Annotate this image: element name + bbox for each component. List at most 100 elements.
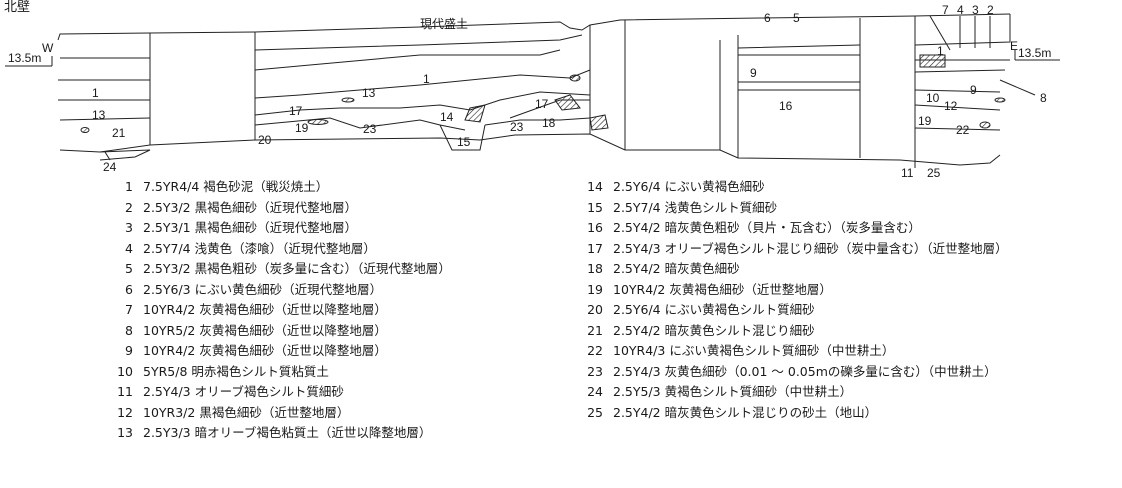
layer-number: 24 <box>103 160 117 174</box>
layer-number: 14 <box>440 110 454 124</box>
gravel-mark <box>994 97 1006 103</box>
pillar-left <box>149 32 256 145</box>
hatch-area <box>589 114 609 131</box>
legend-number: 24 <box>587 384 603 399</box>
section-drawing: W E 13.5m 13.5m 現代盛土 1 1 1 13 13 21 24 2… <box>5 3 1060 180</box>
layer-number: 19 <box>918 114 932 128</box>
hatch-area <box>919 54 946 68</box>
legend-number: 5 <box>125 261 133 276</box>
direction-label-w: W <box>42 41 54 55</box>
layer-number: 19 <box>295 121 309 135</box>
legend-text: 2.5Y6/4 にぶい黄褐色細砂 <box>613 179 765 194</box>
layer-number: 2 <box>987 3 994 17</box>
legend-number: 4 <box>125 240 133 256</box>
layer-number: 21 <box>112 126 126 140</box>
layer-number: 25 <box>927 166 941 180</box>
legend-row: 24 2.5Y5/3 黄褐色シルト質細砂（中世耕土） <box>586 382 852 403</box>
legend-number: 19 <box>587 281 603 297</box>
layer-number: 13 <box>362 86 376 100</box>
layer-number: 23 <box>363 122 377 136</box>
elevation-label-right: 13.5m <box>1018 46 1051 60</box>
legend-number: 21 <box>587 322 603 338</box>
legend-text: 10YR4/2 灰黄褐色細砂（近世以降整地層） <box>143 302 387 317</box>
layer-number: 22 <box>956 123 970 137</box>
legend-text: 2.5Y4/2 暗灰黄色粗砂（貝片・瓦含む）（炭多量含む） <box>613 220 921 235</box>
layer-number: 13 <box>92 108 106 122</box>
legend-number: 1 <box>125 179 133 194</box>
legend-text: 2.5Y7/4 浅黄色（漆喰）（近現代整地層） <box>143 240 376 256</box>
legend-text: 2.5Y6/4 にぶい黄褐色シルト質細砂 <box>613 302 815 317</box>
legend-row: 25 2.5Y4/2 暗灰黄色シルト混じりの砂土（地山） <box>586 403 877 424</box>
legend-number: 25 <box>587 404 603 420</box>
legend-text: 10YR4/2 灰黄褐色細砂（近世整地層） <box>613 281 832 297</box>
layer-number: 3 <box>972 3 979 17</box>
elev-mark-left <box>5 56 53 67</box>
legend-number: 16 <box>587 220 603 235</box>
direction-label-e: E <box>1010 39 1018 53</box>
gravel-mark <box>341 97 355 103</box>
layer-number: 1 <box>423 72 430 86</box>
layer-number: 12 <box>944 99 958 113</box>
legend-text: 2.5Y4/3 オリーブ褐色シルト混じり細砂（炭中量含む）（近世整地層） <box>613 240 1008 256</box>
legend-row: 4 2.5Y7/4 浅黄色（漆喰）（近現代整地層） <box>116 239 376 260</box>
layer-number: 16 <box>779 99 793 113</box>
pillar-right <box>589 20 626 150</box>
legend-text: 2.5Y3/3 暗オリーブ褐色粘質土（近世以降整地層） <box>143 425 432 440</box>
layer-number: 8 <box>1040 91 1047 105</box>
legend-number: 18 <box>587 261 603 276</box>
elevation-label-left: 13.5m <box>8 51 41 65</box>
legend-number: 12 <box>117 404 133 420</box>
legend-number: 14 <box>587 179 603 194</box>
legend-row: 14 2.5Y6/4 にぶい黄褐色細砂 <box>586 177 765 198</box>
layer-number: 11 <box>901 166 914 180</box>
base-line <box>59 133 1001 166</box>
gravel-mark <box>80 127 90 133</box>
ground-surface-line <box>57 13 1011 41</box>
figure-label: 北壁 <box>4 0 31 15</box>
legend-row: 13 2.5Y3/3 暗オリーブ褐色粘質土（近世以降整地層） <box>116 423 431 444</box>
layer-number: 1 <box>92 86 99 100</box>
layer-number: 23 <box>510 120 524 134</box>
legend-number: 23 <box>587 363 603 379</box>
legend-text: 2.5Y6/3 にぶい黄色細砂（近現代整地層） <box>143 281 383 297</box>
legend-text: 10YR5/2 灰黄褐色細砂（近世以降整地層） <box>143 322 387 338</box>
layer-number: 1 <box>937 44 944 58</box>
legend-text: 2.5Y4/2 暗灰黄色シルト混じりの砂土（地山） <box>613 404 878 420</box>
layer-number: 15 <box>457 135 471 149</box>
legend-row: 19 10YR4/2 灰黄褐色細砂（近世整地層） <box>586 280 832 301</box>
legend-number: 11 <box>117 384 133 399</box>
leader-line-24 <box>104 151 111 161</box>
leader-line-8 <box>999 79 1036 96</box>
pillar-right2 <box>859 16 916 160</box>
legend-number: 20 <box>587 302 603 317</box>
legend-number: 13 <box>117 425 133 440</box>
layer-number: 6 <box>764 11 771 25</box>
legend-text: 10YR4/2 灰黄褐色細砂（近世以降整地層） <box>143 343 387 358</box>
legend-text: 2.5Y3/1 黒褐色細砂（近現代整地層） <box>143 220 358 235</box>
gravel-mark <box>979 121 991 129</box>
legend-text: 5YR5/8 明赤褐色シルト質粘質土 <box>143 363 329 379</box>
legend-number: 22 <box>587 343 603 358</box>
layer-number: 17 <box>535 97 549 111</box>
legend-row: 23 2.5Y4/3 灰黄色細砂（0.01 ～ 0.05mの礫多量に含む）（中世耕… <box>586 362 997 383</box>
layer-number: 7 <box>942 3 949 17</box>
legend-row: 16 2.5Y4/2 暗灰黄色粗砂（貝片・瓦含む）（炭多量含む） <box>586 218 921 239</box>
legend-text: 2.5Y4/3 灰黄色細砂（0.01 ～ 0.05mの礫多量に含む）（中世耕土） <box>613 363 997 379</box>
gravel-mark <box>569 74 581 82</box>
layer-number: 9 <box>970 83 977 97</box>
gravel-mark <box>307 119 329 125</box>
modern-fill-label: 現代盛土 <box>420 16 468 31</box>
legend-text: 2.5Y5/3 黄褐色シルト質細砂（中世耕土） <box>613 384 853 399</box>
